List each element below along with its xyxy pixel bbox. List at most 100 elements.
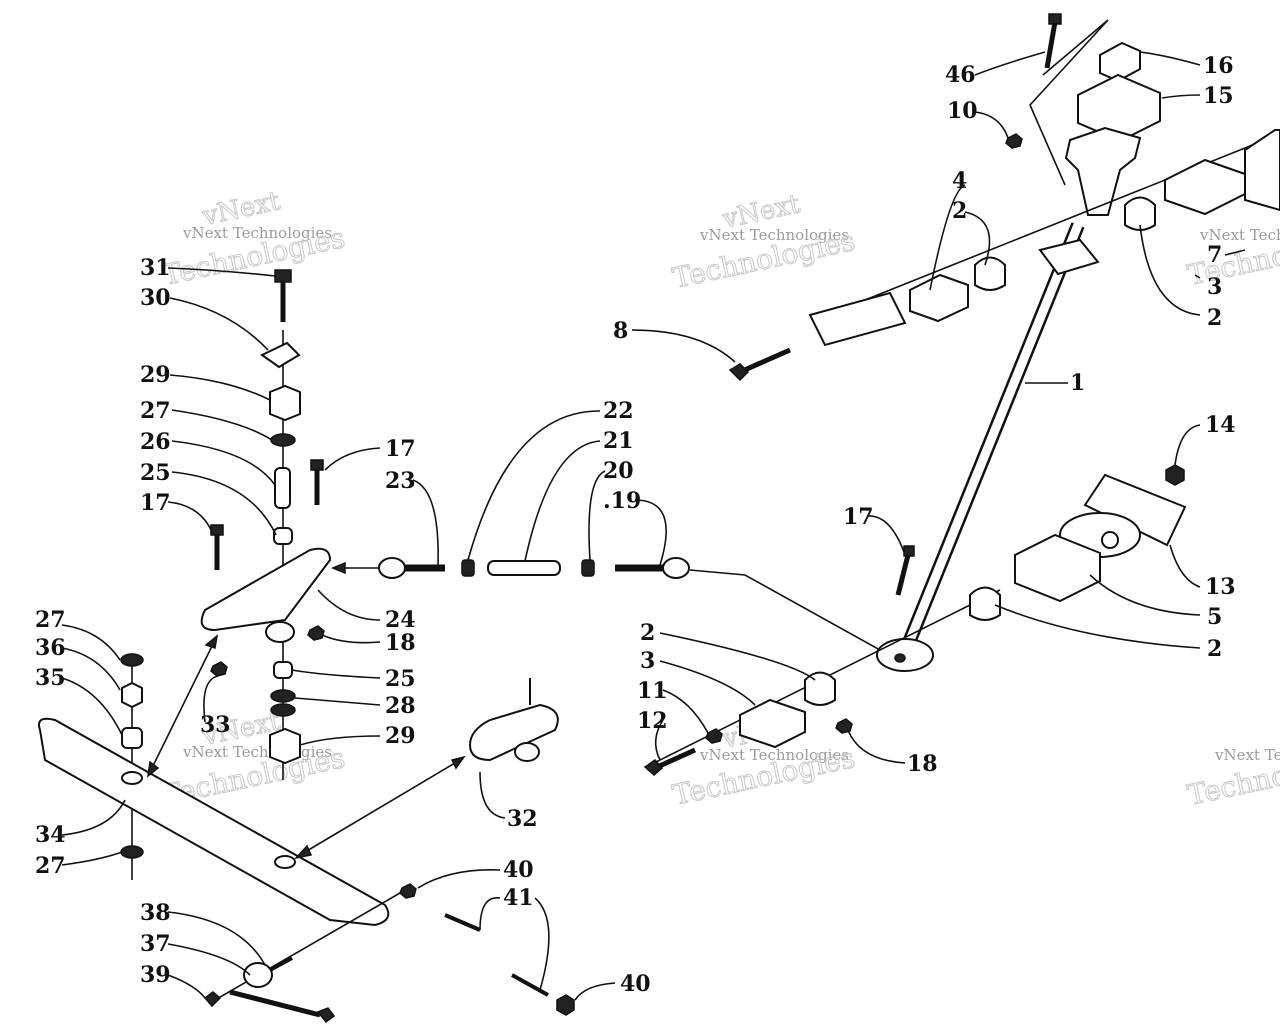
half-bushing-2: [974, 256, 1006, 291]
double-arrow: [149, 639, 216, 773]
nut-33: [210, 661, 228, 677]
callout-23: 23: [385, 468, 416, 494]
watermark-text: vNext Technologies: [182, 224, 332, 242]
leader-lines: [61, 51, 1246, 1001]
washer-27: [270, 433, 296, 447]
watermark-text: vNext Technologies: [1214, 746, 1280, 764]
callout-17: 17: [140, 490, 171, 516]
nut-18: [307, 625, 325, 641]
watermark-text: vNext Technologies: [699, 746, 849, 764]
watermark: vNext Technologies Technologies vNext Te…: [1184, 221, 1280, 813]
callout-29: 29: [140, 362, 171, 388]
callout-46: 46: [945, 62, 976, 88]
callout-35: 35: [35, 665, 66, 691]
steering-post-assembly: [728, 13, 1280, 672]
callout-26: 26: [140, 429, 171, 455]
callout-17: 17: [385, 436, 416, 462]
washer-28: [270, 703, 296, 717]
callout-24: 24: [385, 607, 416, 633]
lower-right-assembly: [643, 464, 1187, 776]
bushing-25: [273, 527, 293, 545]
bolt-8: [728, 347, 792, 382]
tube-8: [808, 291, 907, 347]
washer-27: [120, 653, 144, 667]
bolt-17: [210, 524, 224, 570]
washer-30: [260, 341, 301, 369]
clamp-block-15: [1077, 73, 1161, 143]
callout-36: 36: [35, 635, 66, 661]
callout-31: 31: [140, 255, 171, 281]
bushing-36: [121, 681, 143, 709]
left-pivot-assembly: [200, 269, 332, 780]
callout-3: 3: [1207, 274, 1222, 300]
break-line: [1029, 19, 1109, 186]
tie-rod-assembly: [331, 557, 881, 651]
bolt-46: [1044, 13, 1062, 69]
callout-2: 2: [1207, 305, 1222, 331]
nut-40: [399, 883, 417, 899]
steering-column-1: [876, 222, 1100, 672]
callout-41: 41: [503, 885, 534, 911]
jam-nut-20: [581, 559, 595, 577]
callout-18: 18: [385, 630, 416, 656]
callout-32: 32: [507, 806, 538, 832]
bushing-4: [909, 273, 969, 323]
callout-14: 14: [1205, 412, 1236, 438]
nut-14: [1165, 464, 1185, 486]
nut-40: [556, 994, 575, 1016]
clamp-3: [739, 698, 806, 749]
bracket-7: [1244, 129, 1280, 212]
cross-bar-assembly: [38, 634, 575, 1024]
callout-18: 18: [907, 751, 938, 777]
callout-22: 22: [603, 398, 634, 424]
callout-4: 4: [952, 168, 967, 194]
nut-10: [1005, 133, 1023, 149]
callout-25: 25: [385, 666, 416, 692]
callout-16: 16: [1203, 53, 1234, 79]
callout-15: 15: [1203, 83, 1234, 109]
callout-21: 21: [603, 428, 634, 454]
steering-bracket: [1064, 126, 1142, 216]
bolt-17: [310, 459, 324, 505]
watermark-text: vNext Technologies: [699, 226, 849, 244]
callout-27: 27: [140, 398, 171, 424]
adjuster-tube-21: [487, 560, 561, 576]
callout-1: 1: [1070, 370, 1085, 396]
cotter-pin-41: [444, 913, 481, 932]
callout-27: 27: [35, 607, 66, 633]
callout-30: 30: [140, 285, 171, 311]
callout-39: 39: [140, 962, 171, 988]
arrow-head: [331, 561, 346, 575]
callout-11: 11: [637, 678, 668, 704]
sleeve-26: [274, 467, 291, 509]
callout-13: 13: [1205, 574, 1236, 600]
callout-3: 3: [640, 648, 655, 674]
washer-27: [120, 845, 144, 859]
callout-2: 2: [952, 198, 967, 224]
callout-8: 8: [613, 318, 628, 344]
half-bushing-2: [969, 586, 1001, 621]
callout-19: .19: [603, 488, 641, 514]
cross-bar-34: [38, 717, 390, 927]
callout-2: 2: [640, 620, 655, 646]
grease-fitting-39: [203, 991, 222, 1008]
rod-end-23: [378, 557, 445, 579]
pivot-arm-32: [468, 703, 559, 762]
bushing-29: [269, 727, 301, 765]
callout-33: 33: [200, 712, 231, 738]
bolt-12: [643, 747, 697, 776]
callout-10: 10: [947, 98, 978, 124]
clamp-3: [1164, 158, 1246, 216]
callout-37: 37: [140, 931, 171, 957]
rod-end-19: [615, 557, 690, 579]
ball-joint-37: [229, 956, 336, 1024]
callout-28: 28: [385, 693, 416, 719]
bushing-29: [269, 384, 301, 422]
callout-25: 25: [140, 460, 171, 486]
callout-29: 29: [385, 723, 416, 749]
pivot-arm-24: [200, 547, 332, 632]
nut-18: [835, 718, 853, 734]
lower-axis-line: [214, 892, 401, 1001]
bushing-25: [273, 661, 293, 679]
